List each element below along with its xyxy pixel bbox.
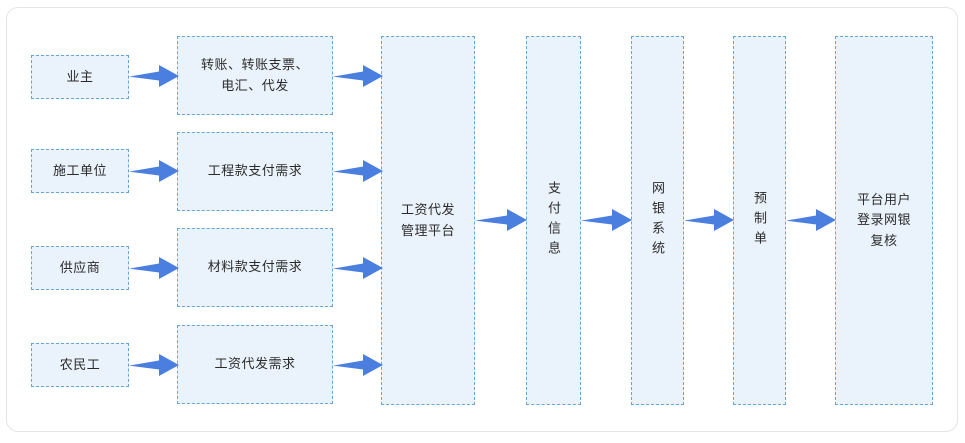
- node-user-review[interactable]: 平台用户 登录网银 复核: [835, 36, 933, 405]
- node-prefab-order[interactable]: 预制单: [733, 36, 786, 405]
- node-demand-salary-payment[interactable]: 工资代发需求: [177, 325, 333, 404]
- node-ebank-system[interactable]: 网银系统: [631, 36, 684, 405]
- node-label: 业主: [66, 68, 94, 84]
- node-actor-supplier[interactable]: 供应商: [31, 246, 129, 290]
- node-label: 网银系统: [650, 180, 665, 261]
- node-actor-owner[interactable]: 业主: [31, 55, 129, 99]
- node-label: 支付信息: [546, 180, 561, 261]
- node-label: 工资代发需求: [214, 356, 296, 372]
- node-label: 平台用户 登录网银 复核: [856, 192, 911, 248]
- node-label: 农民工: [59, 356, 101, 372]
- node-label: 预制单: [752, 190, 767, 251]
- node-platform[interactable]: 工资代发 管理平台: [381, 36, 475, 405]
- node-label: 转账、转账支票、 电汇、代发: [200, 57, 309, 93]
- node-demand-material-payment[interactable]: 材料款支付需求: [177, 228, 333, 307]
- node-payment-info[interactable]: 支付信息: [526, 36, 581, 405]
- node-demand-transfer-methods[interactable]: 转账、转账支票、 电汇、代发: [177, 36, 333, 115]
- node-label: 工资代发 管理平台: [400, 202, 455, 238]
- node-label: 供应商: [59, 259, 101, 275]
- node-label: 施工单位: [52, 162, 107, 178]
- node-label: 材料款支付需求: [207, 259, 303, 275]
- node-demand-project-payment[interactable]: 工程款支付需求: [177, 132, 333, 211]
- node-label: 工程款支付需求: [207, 163, 303, 179]
- node-actor-worker[interactable]: 农民工: [31, 343, 129, 387]
- diagram-frame: [6, 7, 958, 432]
- node-actor-contractor[interactable]: 施工单位: [31, 149, 129, 193]
